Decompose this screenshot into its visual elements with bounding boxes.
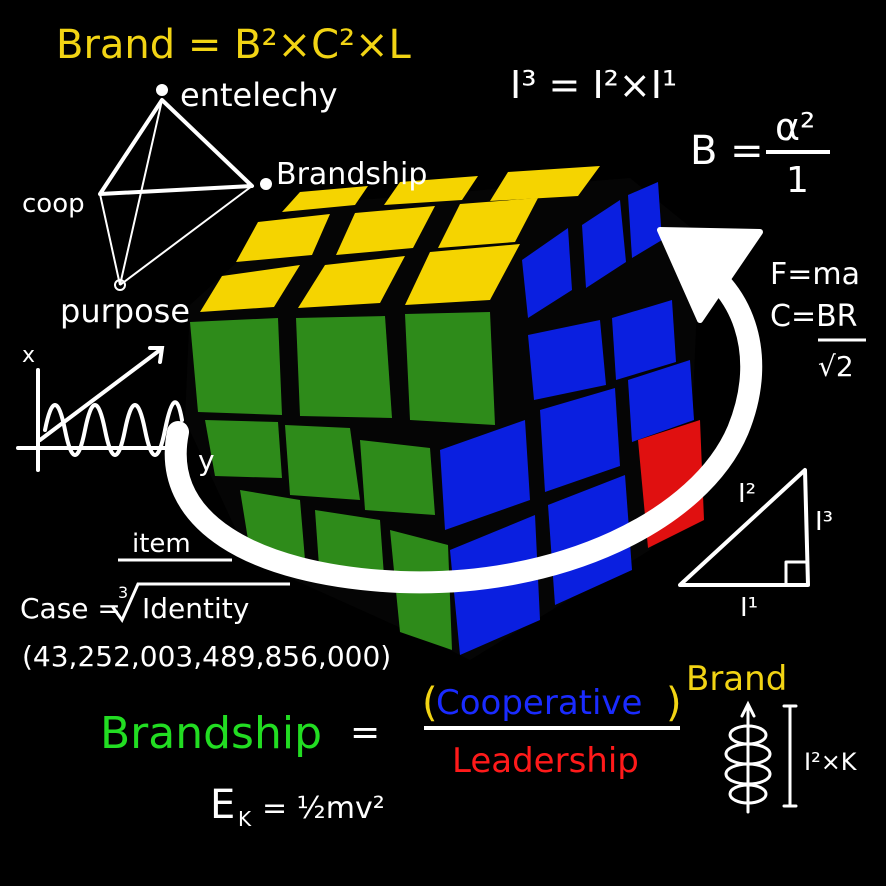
sqrt-two: √2 [818,350,854,383]
sticker-left [405,312,495,425]
sticker-top [405,244,520,305]
cube-top-face [200,166,600,312]
sticker-left [205,420,282,478]
rotation-arrow [164,227,763,594]
sticker-right [440,420,530,530]
sticker-right [628,360,694,442]
big-number: (43,252,003,489,856,000) [22,640,391,673]
sticker-top [384,176,478,205]
i-cubed-formula: I³ = I²×I¹ [510,63,677,107]
rubiks-cube [185,166,704,660]
brandship-label: Brandship [276,157,427,192]
right-triangle [678,468,810,587]
brand-trailing: Brand [686,659,787,699]
coop-label: coop [22,189,85,219]
sticker-right [522,228,572,318]
sticker-left [360,440,435,515]
paren-left: ( [422,680,438,726]
triangle-diagram [98,84,272,291]
entelechy-label: entelechy [180,76,338,114]
b-equals: B = [690,128,764,174]
sticker-top [236,214,330,262]
paren-right: ) [666,680,682,726]
brandship-equals: = [350,712,380,753]
sticker-right [528,320,606,400]
ek-rhs: = ½mv² [262,791,385,826]
sticker-top [438,198,538,248]
sticker-left [190,318,282,415]
f-ma-formula: F=ma [770,257,860,292]
sticker-right [628,182,662,258]
sticker-right [540,388,620,492]
root-index: 3 [118,583,128,602]
sticker-left [296,316,392,418]
brand-formula: Brand = B²×C²×L [56,22,412,68]
graph-y-label: y [198,444,215,477]
alpha-squared: α² [775,105,815,149]
sticker-right [612,300,676,380]
radical-sign [110,582,290,624]
identity-label: Identity [142,592,249,625]
sticker-right [582,200,626,288]
coil-label: I²×K [804,748,858,776]
graph-x-label: x [22,343,35,368]
brandship-lhs: Brandship [100,708,322,759]
sticker-top [200,265,300,312]
case-label: Case = [20,592,121,625]
cooperative-label: Cooperative [436,683,642,723]
ek-e: E [210,782,235,828]
sticker-top [490,166,600,201]
denominator-one: 1 [786,160,809,201]
c-br-formula: C=BR [770,299,858,334]
sticker-top [336,206,435,255]
side-label: I³ [815,507,833,537]
sticker-top [282,186,368,212]
hypotenuse-label: I² [738,479,756,509]
ek-k: K [238,807,252,831]
sticker-left [285,425,360,500]
sticker-right [548,475,632,605]
spring-coil [724,700,798,814]
sine-graph [16,346,184,472]
cube-left-face [190,312,495,650]
sticker-top [298,256,405,308]
purpose-label: purpose [60,292,190,330]
arrow-head [657,227,763,323]
item-label: item [132,529,191,559]
base-label: I¹ [740,593,758,623]
leadership-label: Leadership [452,741,639,781]
